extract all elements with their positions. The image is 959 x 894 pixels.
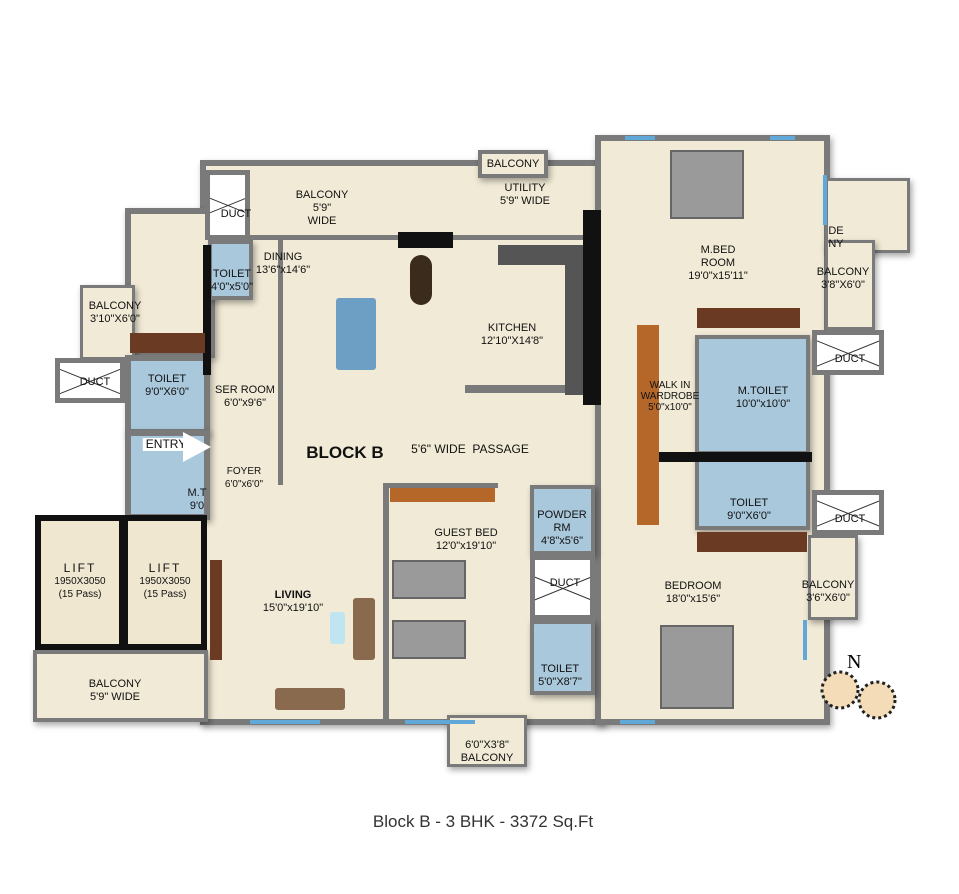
balcony-left-area [80,285,135,360]
compass-icon: N [815,651,910,725]
guest-wall-top [383,483,498,488]
plan-caption: Block B - 3 BHK - 3372 Sq.Ft [372,812,594,831]
powder-area [530,485,595,555]
bedroom-bed [660,625,734,709]
black-wall-3 [637,452,812,462]
window [770,136,795,140]
wardrobe [637,325,659,525]
kitchen-stools [410,255,432,305]
bed-desk [697,532,807,552]
window [625,136,655,140]
mbed-desk [697,308,800,328]
balcony-mbed-area [825,240,875,330]
black-wall-2 [203,245,211,375]
duct-left [55,358,125,403]
label-duct-left: DUCT [79,376,111,388]
duct-mid [530,555,595,620]
balcony-bed-area [808,535,858,620]
dining-wall [278,235,283,485]
label-duct-mid: DUCT [549,577,581,589]
toilet-bottom-area [530,620,595,695]
entry-arrow-icon [183,432,211,462]
label-duct-top: DUCT [220,208,252,220]
dining-table [336,298,376,370]
guest-wall [383,483,389,723]
window [803,620,807,660]
balcony-bottom-left-area [33,650,208,722]
lift-2 [122,515,207,650]
duct-top [205,170,250,240]
label-entry: ENTRY [142,438,190,451]
label-balcony-bottom: 6'0"X3'8"BALCONY [460,739,514,764]
window [405,720,475,724]
window [823,175,827,225]
label-duct-right1: DUCT [834,353,866,365]
balcony-top-area [478,150,548,178]
tv-unit [210,560,222,660]
label-duct-right2: DUCT [834,513,866,525]
compass-north-label: N [847,651,862,673]
study-desk [130,333,205,353]
kitchen-wall [465,385,595,393]
duct-right1 [812,330,884,375]
label-balcony-top: BALCONY [486,158,540,170]
label-block: BLOCK B [306,443,384,462]
guest-bed-1 [392,560,466,599]
coffee-table [330,612,345,644]
duct-right2 [812,490,884,535]
black-wall [398,232,453,248]
label-passage: 5'6" WIDE PASSAGE [411,442,529,456]
sofa [275,688,345,710]
mtoilet-area [695,335,810,455]
window [620,720,655,724]
guest-wardrobe [390,488,495,502]
sofa-side [353,598,375,660]
guest-bed-2 [392,620,466,659]
black-wall-4 [583,210,601,405]
window [250,720,320,724]
master-bed [670,150,744,219]
